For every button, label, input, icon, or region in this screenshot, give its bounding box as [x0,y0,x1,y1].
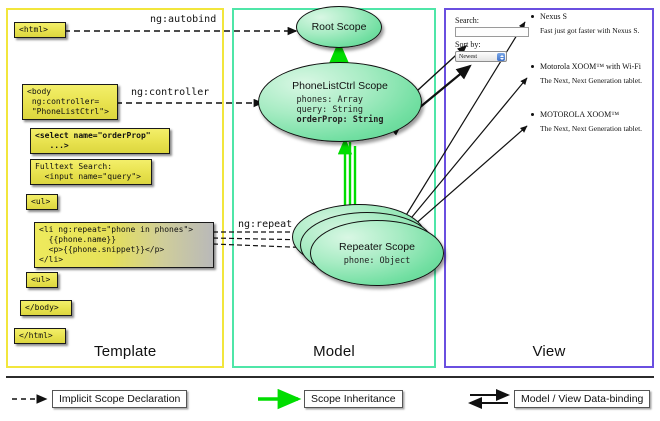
legend: Implicit Scope Declaration Scope Inherit… [0,376,660,421]
code-ul-open: <ul> [26,194,58,210]
search-input[interactable] [455,27,529,37]
code-html-close: </html> [14,328,66,344]
code-body-close: </body> [20,300,72,316]
list-item: Motorola XOOM™ with Wi-Fi The Next, Next… [531,62,654,86]
scope-root: Root Scope [296,6,382,48]
view-search-label: Search: [455,16,479,25]
list-item: MOTOROLA XOOM™ The Next, Next Generation… [531,110,654,134]
legend-label-scope-inheritance: Scope Inheritance [304,390,403,408]
phone-name: Nexus S [540,12,567,21]
sort-select[interactable]: Newest [455,51,507,62]
sort-select-value: Newest [459,54,477,60]
phone-snippet: The Next, Next Generation tablet. [540,124,643,133]
code-body-open: <body ng:controller= "PhoneListCtrl"> [22,84,118,120]
bullet-icon [531,65,534,68]
code-search-input: Fulltext Search: <input name="query"> [30,159,152,185]
legend-label-implicit-scope-declaration: Implicit Scope Declaration [52,390,188,408]
phone-name: MOTOROLA XOOM™ [540,110,620,119]
scope-root-name: Root Scope [311,21,367,33]
phone-name: Motorola XOOM™ with Wi-Fi [540,62,641,71]
list-item: Nexus S Fast just got faster with Nexus … [531,12,652,36]
scope-repeater-props: phone: Object [343,255,411,266]
scope-phonelistctrl-name: PhoneListCtrl Scope [292,79,388,92]
label-ng-autobind: ng:autobind [150,14,217,25]
code-ul-close: <ul> [26,272,58,288]
panel-view-title: View [532,343,566,360]
panel-model-title: Model [313,343,355,360]
phone-snippet: Fast just got faster with Nexus S. [540,26,640,35]
chevron-updown-icon [497,53,505,61]
legend-label-model-view-data-binding: Model / View Data-binding [514,390,651,408]
label-ng-repeat: ng:repeat [238,219,293,230]
phone-snippet: The Next, Next Generation tablet. [540,76,643,85]
label-ng-controller: ng:controller [131,87,210,98]
code-select-tag: <select name="orderProp" ...> [30,128,170,154]
scope-repeater-name: Repeater Scope [339,240,415,253]
panel-template-title: Template [94,343,157,360]
view-sort-label: Sort by: [455,40,481,49]
scope-repeater: Repeater Scope phone: Object [310,220,444,286]
bullet-icon [531,113,534,116]
code-html-open: <html> [14,22,66,38]
bullet-icon [531,15,534,18]
code-li-repeat: <li ng:repeat="phone in phones"> {{phone… [34,222,214,268]
legend-divider [6,376,654,378]
